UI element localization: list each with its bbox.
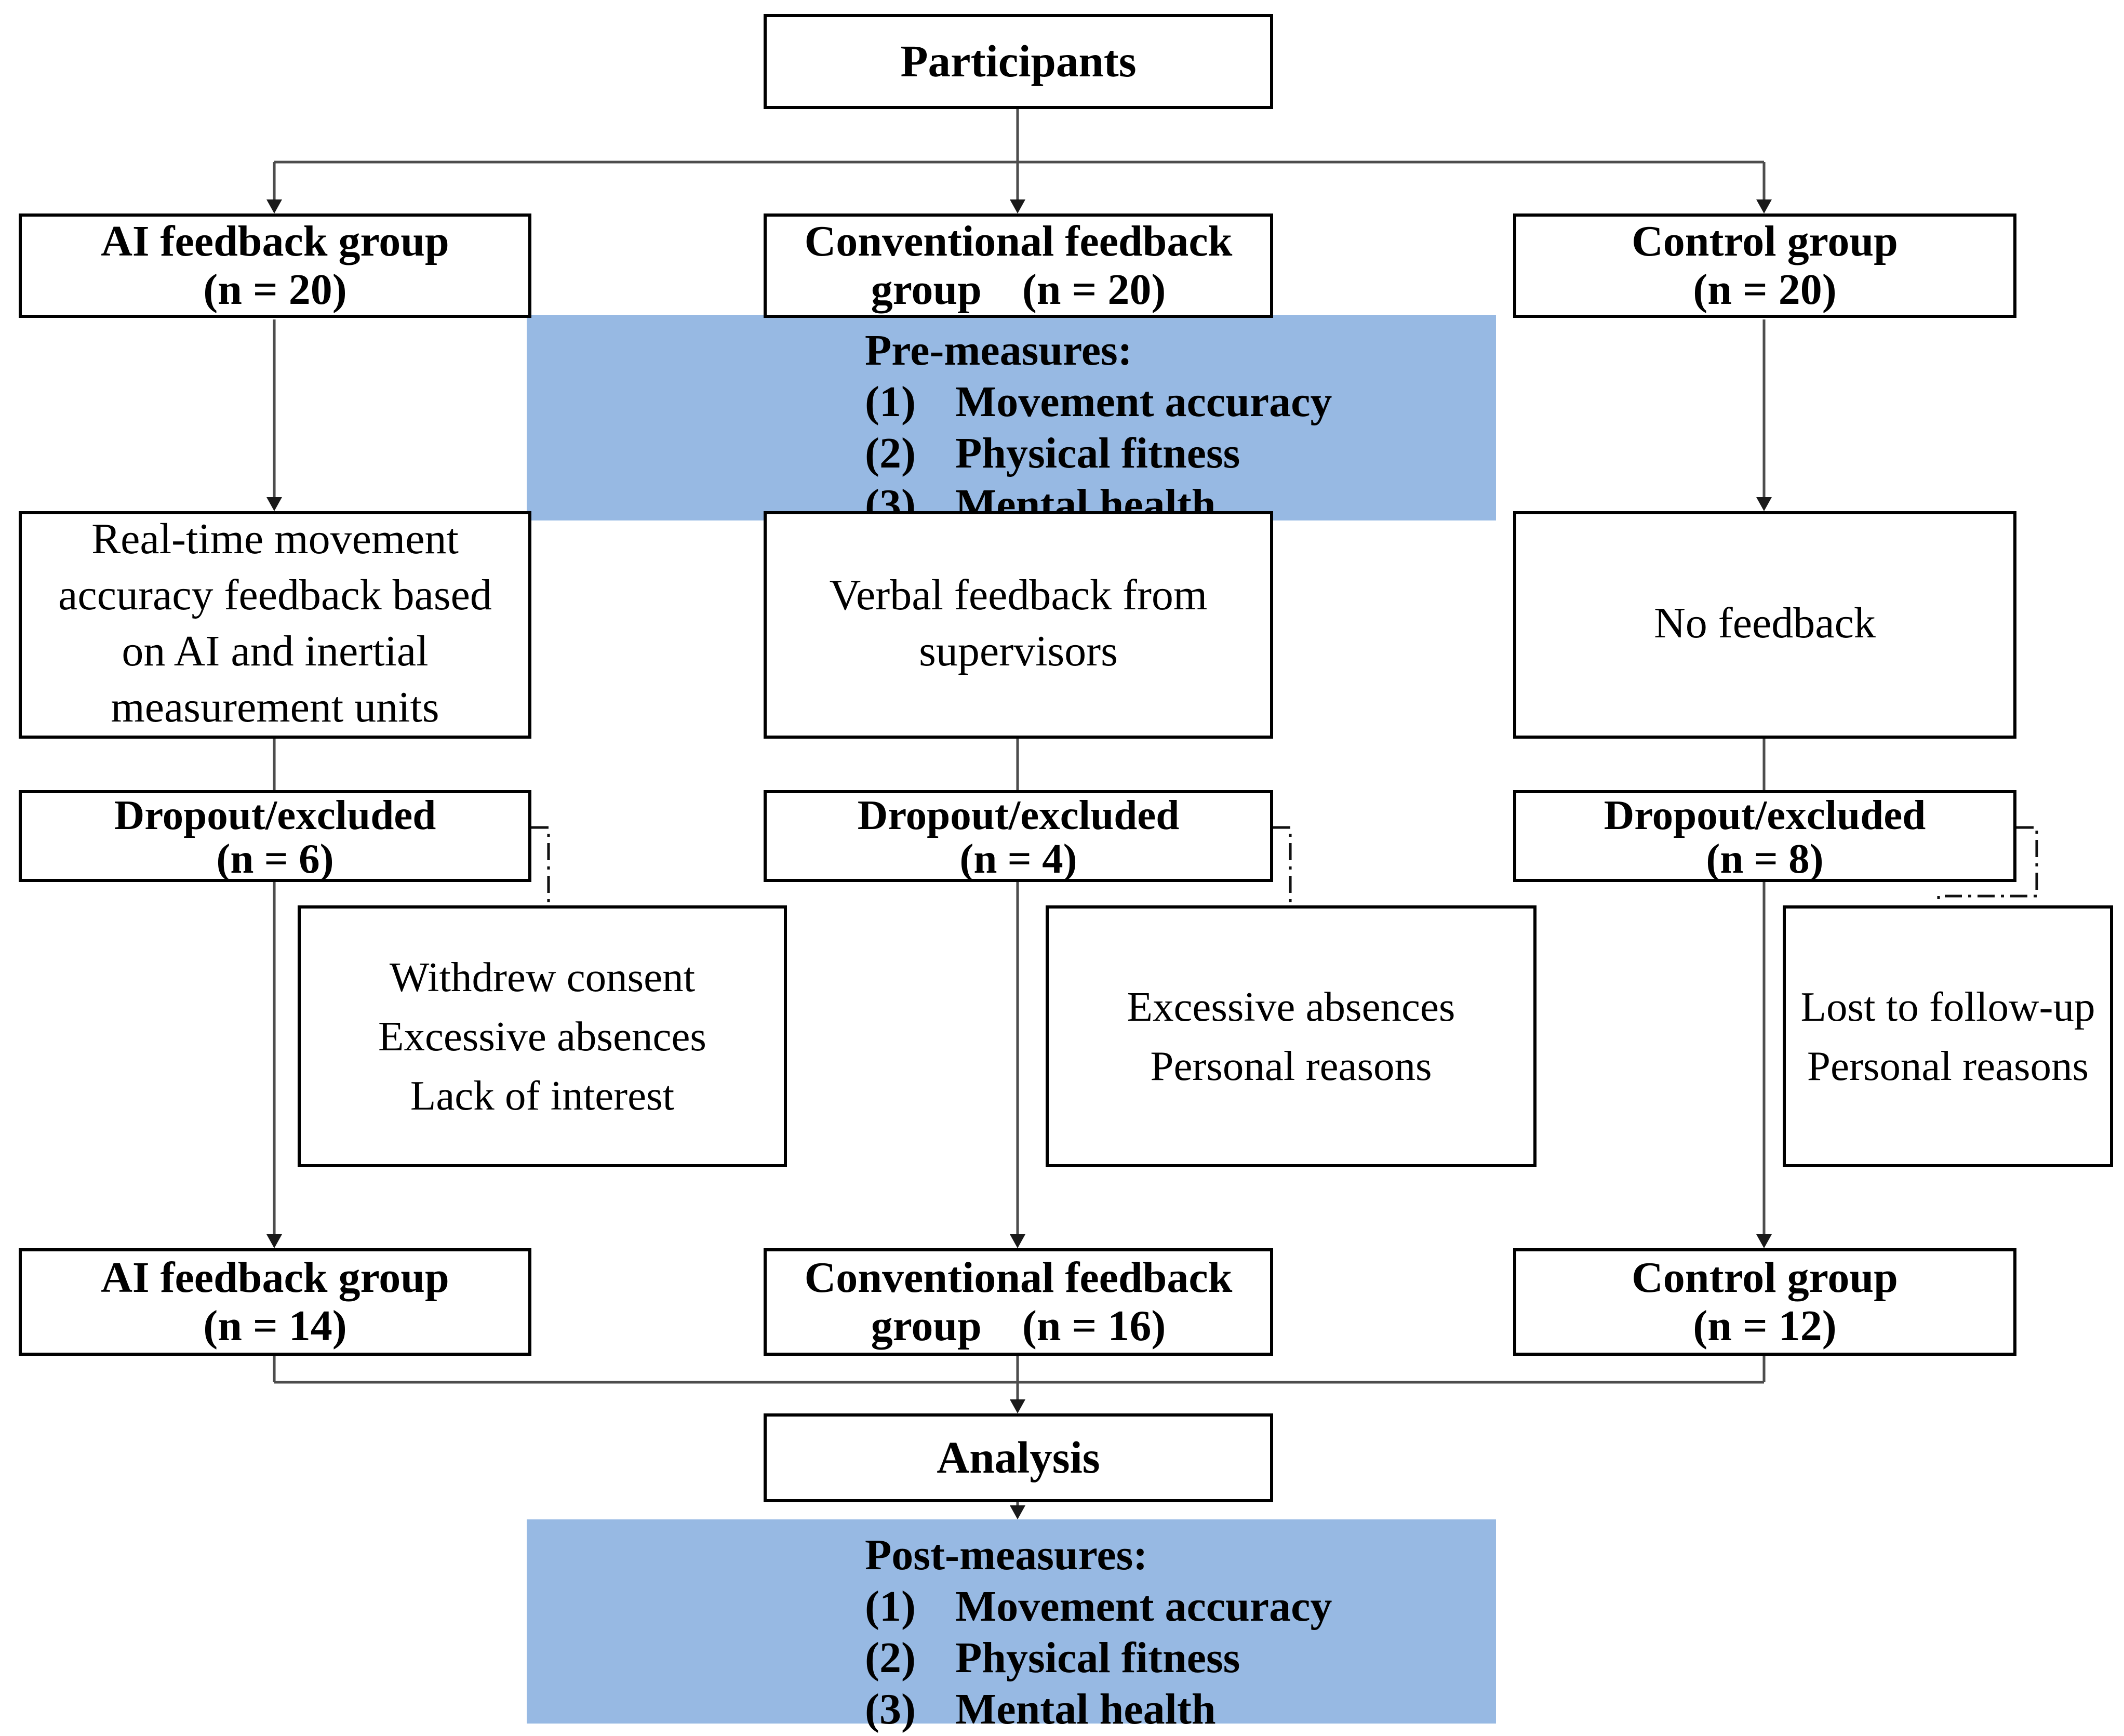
item-number: (2) — [865, 430, 916, 478]
dashdot-mid — [1273, 826, 1292, 905]
reason-item: Excessive absences — [378, 1013, 706, 1060]
post-measures-item: (1) Movement accuracy — [865, 1582, 1480, 1633]
reasons-box-ai-feedback: Withdrew consent Excessive absences Lack… — [298, 905, 787, 1167]
reasons-box-control: Lost to follow-up Personal reasons — [1783, 905, 2113, 1167]
post-measures-title: Post-measures: — [865, 1532, 1148, 1580]
dropout-box-conventional-feedback: Dropout/excluded (n = 4) — [764, 790, 1273, 882]
pre-measures-item: (1) Movement accuracy — [865, 377, 1480, 429]
dropout-title: Dropout/excluded — [857, 791, 1180, 838]
analysis-box: Analysis — [764, 1413, 1273, 1502]
final-n: (n = 16) — [1022, 1302, 1166, 1351]
item-text: Mental health — [955, 1686, 1216, 1734]
participants-box: Participants — [764, 14, 1273, 109]
item-number: (3) — [865, 1686, 916, 1734]
item-text: Movement accuracy — [955, 1583, 1332, 1632]
group-title: AI feedback group — [101, 217, 449, 266]
group-box-control: Control group (n = 20) — [1513, 213, 2016, 318]
group-box-ai-feedback: AI feedback group (n = 20) — [19, 213, 531, 318]
group-n: (n = 20) — [203, 265, 347, 314]
group-title: Conventional feedback group — [804, 217, 1233, 314]
arrow-into-final-right — [1756, 1234, 1772, 1248]
final-box-ai-feedback: AI feedback group (n = 14) — [19, 1248, 531, 1356]
arrow-into-post-banner — [1010, 1505, 1025, 1519]
final-box-conventional-feedback: Conventional feedback group(n = 16) — [764, 1248, 1273, 1356]
pre-measures-banner: Pre-measures: (1) Movement accuracy (2) Ph… — [527, 315, 1496, 530]
dropout-title: Dropout/excluded — [1604, 791, 1926, 838]
intervention-text: Verbal feedback from supervisors — [829, 572, 1208, 676]
final-title: Conventional feedback group — [804, 1253, 1233, 1351]
final-title: Control group — [1632, 1253, 1898, 1302]
post-measures-banner: Post-measures: (1) Movement accuracy (2) P… — [527, 1519, 1496, 1734]
reason-item: Personal reasons — [1150, 1043, 1432, 1089]
pre-measures-title: Pre-measures: — [865, 327, 1132, 376]
dashdot-connectors — [531, 826, 2038, 905]
final-title-wrap: Conventional feedback group(n = 16) — [767, 1254, 1270, 1351]
reason-item: Personal reasons — [1807, 1043, 2089, 1089]
reason-item: Lack of interest — [410, 1072, 675, 1119]
intervention-box-verbal-feedback: Verbal feedback from supervisors — [764, 511, 1273, 739]
arrow-into-analysis — [1010, 1399, 1025, 1413]
post-measures-item: (3) Mental health — [865, 1685, 1480, 1736]
reason-item: Excessive absences — [1127, 983, 1455, 1030]
post-measures-item: (2) Physical fitness — [865, 1633, 1480, 1685]
final-n: (n = 12) — [1693, 1302, 1837, 1351]
arrow-into-intervention-right — [1756, 497, 1772, 511]
reason-item: Withdrew consent — [389, 954, 696, 1000]
item-text: Physical fitness — [955, 1635, 1240, 1683]
final-box-control: Control group (n = 12) — [1513, 1248, 2016, 1356]
dashdot-right — [1937, 826, 2038, 905]
arrow-into-final-mid — [1010, 1234, 1025, 1248]
reasons-box-conventional-feedback: Excessive absences Personal reasons — [1046, 905, 1537, 1167]
arrow-into-final-left — [266, 1234, 282, 1248]
item-number: (1) — [865, 379, 916, 427]
dropout-n: (n = 4) — [959, 834, 1077, 882]
final-n: (n = 14) — [203, 1302, 347, 1351]
intervention-box-ai-feedback: Real-time movement accuracy feedback bas… — [19, 511, 531, 739]
arrow-into-intervention-left — [266, 497, 282, 511]
dropout-n: (n = 6) — [216, 834, 334, 882]
pre-measures-item: (2) Physical fitness — [865, 429, 1480, 480]
arrow-into-group-left — [266, 199, 282, 213]
intervention-box-no-feedback: No feedback — [1513, 511, 2016, 739]
group-title: Control group — [1632, 217, 1898, 266]
analysis-label: Analysis — [937, 1433, 1100, 1483]
intervention-text: Real-time movement accuracy feedback bas… — [58, 516, 492, 732]
dropout-box-ai-feedback: Dropout/excluded (n = 6) — [19, 790, 531, 882]
arrow-into-group-right — [1756, 199, 1772, 213]
dropout-title: Dropout/excluded — [114, 791, 436, 838]
group-title-wrap: Conventional feedback group(n = 20) — [767, 218, 1270, 314]
final-title: AI feedback group — [101, 1253, 449, 1302]
arrow-into-group-mid — [1010, 199, 1025, 213]
group-n: (n = 20) — [1022, 265, 1166, 314]
dropout-n: (n = 8) — [1706, 834, 1824, 882]
item-number: (1) — [865, 1583, 916, 1632]
group-n: (n = 20) — [1693, 265, 1837, 314]
participants-label: Participants — [900, 36, 1137, 87]
item-text: Physical fitness — [955, 430, 1240, 478]
group-box-conventional-feedback: Conventional feedback group(n = 20) — [764, 213, 1273, 318]
dashdot-left — [531, 826, 550, 905]
reason-item: Lost to follow-up — [1800, 983, 2095, 1030]
solid-connectors — [273, 109, 1766, 1507]
intervention-text: No feedback — [1654, 600, 1876, 648]
item-number: (2) — [865, 1635, 916, 1683]
item-text: Movement accuracy — [955, 379, 1332, 427]
dropout-box-control: Dropout/excluded (n = 8) — [1513, 790, 2016, 882]
